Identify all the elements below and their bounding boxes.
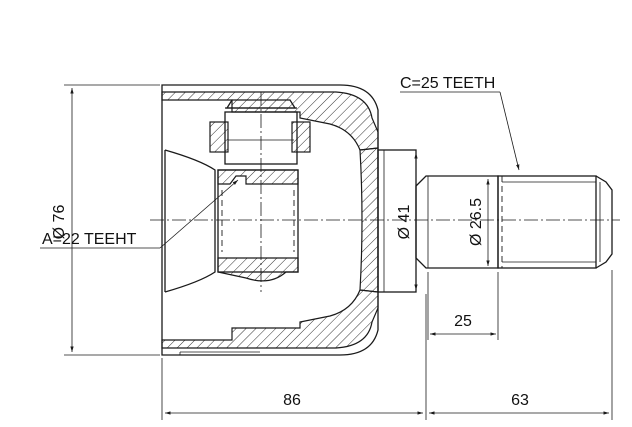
inner-teeth-label: A=22 TEEHT [42,231,137,248]
inner-spline-hub [217,169,299,282]
bore-diameter-label: Ø 41 [396,205,413,240]
inner-teeth-callout: A=22 TEEHT [40,179,239,249]
shaft-diameter-label: Ø 26.5 [468,198,485,246]
stub-shaft [415,175,499,269]
dimension-spline-length: 63 [429,270,613,420]
spline-length-label: 63 [511,392,529,409]
dimension-shaft-length: 25 [427,272,499,340]
outer-diameter-label: Ø 76 [51,205,68,240]
dimension-shaft-diameter: Ø 26.5 [468,179,490,266]
dimension-bore-diameter: Ø 41 [396,153,418,290]
dimension-outer-diameter: Ø 76 [51,84,160,356]
outer-teeth-label: C=25 TEETH [400,75,495,92]
body-length-label: 86 [283,392,301,409]
outer-spline [497,175,613,269]
shaft-length-label: 25 [454,313,472,330]
outer-teeth-callout: C=25 TEETH [400,75,520,171]
dimension-body-length: 86 [161,294,427,420]
joint-housing [161,84,379,356]
